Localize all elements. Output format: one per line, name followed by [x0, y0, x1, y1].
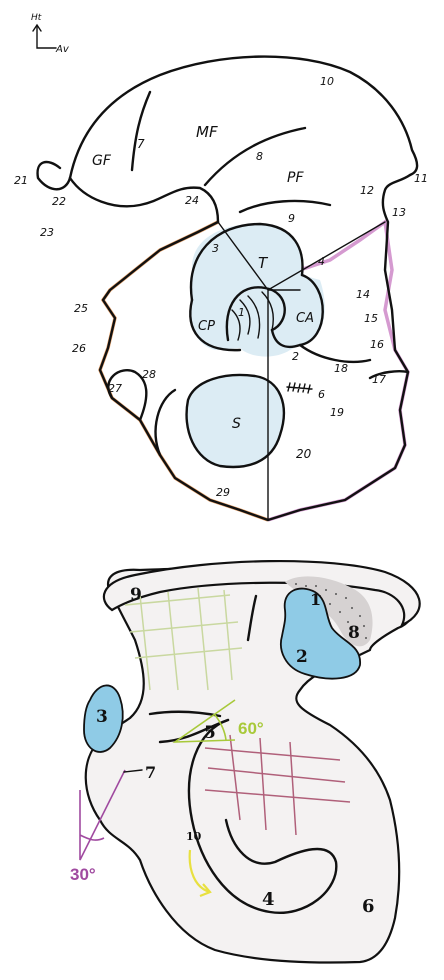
angle-label-60: 60° — [238, 719, 264, 738]
label-1: 1 — [310, 590, 321, 609]
label-3: 3 — [96, 707, 108, 727]
number-11: 11 — [414, 172, 428, 185]
skull-outline-upper — [38, 57, 418, 190]
number-24: 24 — [185, 194, 199, 207]
label-mf: MF — [196, 123, 218, 141]
number-15: 15 — [364, 312, 378, 325]
label-5: 5 — [204, 723, 216, 743]
number-25: 25 — [74, 302, 88, 315]
label-gf: GF — [92, 153, 112, 169]
fossa-fill — [190, 224, 325, 357]
number-23: 23 — [40, 226, 54, 239]
number-1: 1 — [238, 306, 245, 319]
line-9 — [240, 201, 330, 212]
number-20: 20 — [296, 447, 312, 461]
number-2: 2 — [292, 350, 299, 363]
number-16: 16 — [370, 338, 384, 351]
bottom-diagram: 9 1 2 8 3 5 7 10 4 6 60° 30° — [70, 561, 420, 962]
number-12: 12 — [360, 184, 374, 197]
line-7 — [132, 92, 150, 170]
number-6: 6 — [318, 388, 325, 401]
number-26: 26 — [72, 342, 86, 355]
number-8: 8 — [256, 150, 263, 163]
label-s: S — [232, 416, 241, 432]
label-2: 2 — [296, 647, 308, 667]
label-pf: PF — [287, 170, 304, 186]
angle-label-30: 30° — [70, 865, 96, 884]
number-29: 29 — [216, 486, 230, 499]
number-9: 9 — [288, 212, 295, 225]
lower-detail-27 — [108, 370, 146, 420]
label-cp: CP — [198, 319, 215, 334]
lower-detail-28 — [156, 390, 175, 455]
number-14: 14 — [356, 288, 370, 301]
number-21: 21 — [14, 174, 28, 187]
label-9: 9 — [130, 585, 142, 605]
number-17: 17 — [372, 373, 386, 386]
label-7: 7 — [145, 763, 156, 782]
orientation-up-label: Ht — [31, 13, 42, 23]
number-22: 22 — [52, 195, 66, 208]
label-10: 10 — [186, 830, 202, 843]
number-3: 3 — [212, 242, 219, 255]
number-13: 13 — [392, 206, 406, 219]
number-28: 28 — [142, 368, 156, 381]
label-ca: CA — [296, 311, 314, 326]
label-6: 6 — [362, 896, 375, 917]
number-27: 27 — [108, 382, 122, 395]
hatch-6 — [287, 383, 312, 393]
label-8: 8 — [348, 623, 360, 643]
number-19: 19 — [330, 406, 344, 419]
orientation-marker: Ht Av — [31, 13, 70, 55]
orientation-forward-label: Av — [55, 44, 70, 55]
number-4: 4 — [318, 255, 325, 268]
lower-detail-18 — [300, 345, 370, 362]
number-7: 7 — [137, 137, 145, 151]
number-10: 10 — [320, 75, 334, 88]
top-diagram: Ht Av GF — [14, 13, 428, 520]
number-18: 18 — [334, 362, 348, 375]
label-4: 4 — [262, 889, 275, 910]
